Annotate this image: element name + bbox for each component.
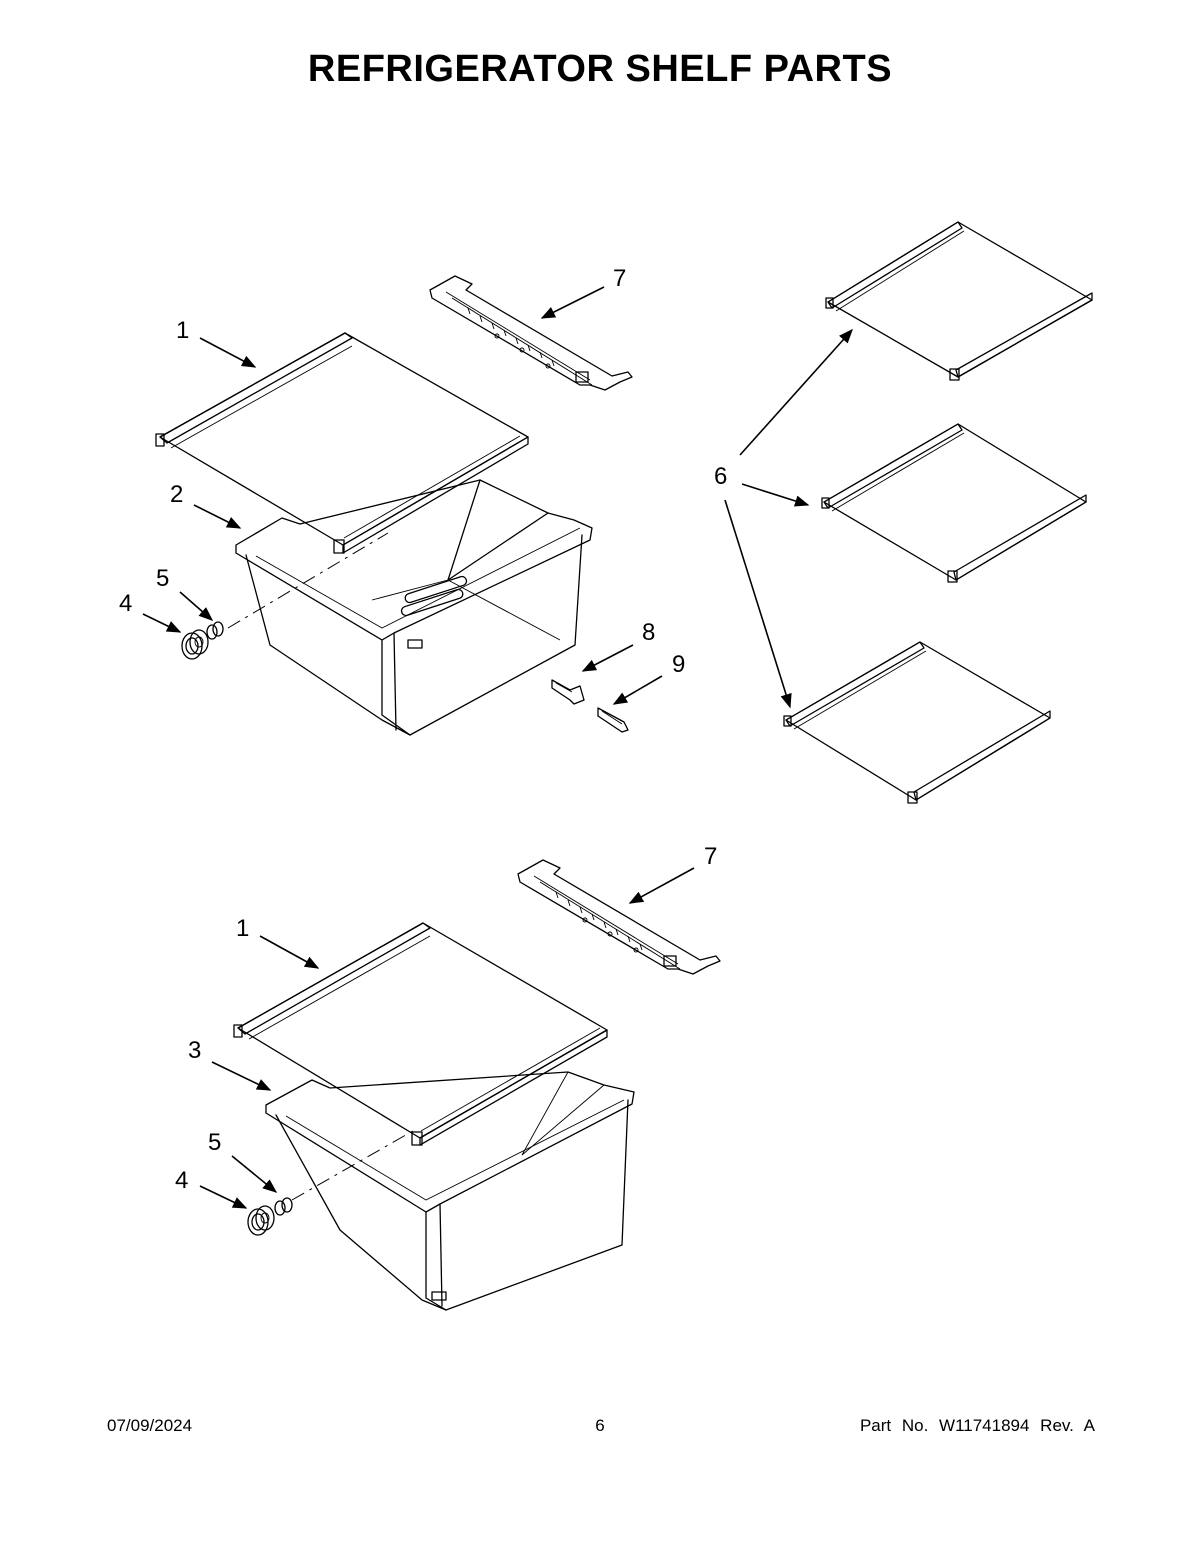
control-knob-bottom bbox=[247, 1205, 275, 1236]
callout-1-top: 1 bbox=[176, 317, 189, 344]
callout-9: 9 bbox=[672, 651, 685, 678]
crisper-cover-shelf-bottom bbox=[233, 922, 608, 1146]
knob-shaft-top bbox=[206, 621, 224, 640]
crisper-cover-shelf-top bbox=[155, 332, 529, 554]
callout-3: 3 bbox=[188, 1037, 201, 1064]
page-title: REFRIGERATOR SHELF PARTS bbox=[307, 48, 893, 90]
callout-5-bottom: 5 bbox=[208, 1129, 221, 1156]
clip-part-8 bbox=[551, 679, 585, 705]
clip-part-9 bbox=[597, 707, 629, 733]
callout-4-bottom: 4 bbox=[175, 1167, 188, 1194]
callout-7-top: 7 bbox=[613, 265, 626, 292]
crisper-drawer-bottom bbox=[265, 1071, 635, 1311]
crisper-drawer-top bbox=[235, 479, 593, 736]
glass-shelf-6a bbox=[825, 221, 1093, 381]
leader-arrows bbox=[142, 286, 853, 1209]
footer-date: 07/09/2024 bbox=[107, 1416, 193, 1435]
shelf-rail-bracket-top bbox=[429, 275, 633, 391]
callout-5-top: 5 bbox=[156, 565, 169, 592]
footer-part-number: Part No. W11741894 Rev. A bbox=[859, 1416, 1095, 1435]
control-knob-top bbox=[181, 629, 209, 660]
callout-4-top: 4 bbox=[119, 590, 132, 617]
callout-6: 6 bbox=[714, 463, 727, 490]
callout-numbers: 1 2 5 4 7 8 9 6 1 3 5 4 7 bbox=[119, 265, 727, 1194]
glass-shelf-6b bbox=[821, 423, 1087, 583]
callout-1-bottom: 1 bbox=[236, 915, 249, 942]
callout-2: 2 bbox=[170, 481, 183, 508]
glass-shelf-6c bbox=[783, 641, 1051, 804]
shelf-rail-bracket-bottom bbox=[517, 859, 721, 975]
footer-page-number: 6 bbox=[595, 1416, 605, 1435]
callout-8: 8 bbox=[642, 619, 655, 646]
callout-7-bottom: 7 bbox=[704, 843, 717, 870]
knob-shaft-bottom bbox=[274, 1197, 293, 1216]
